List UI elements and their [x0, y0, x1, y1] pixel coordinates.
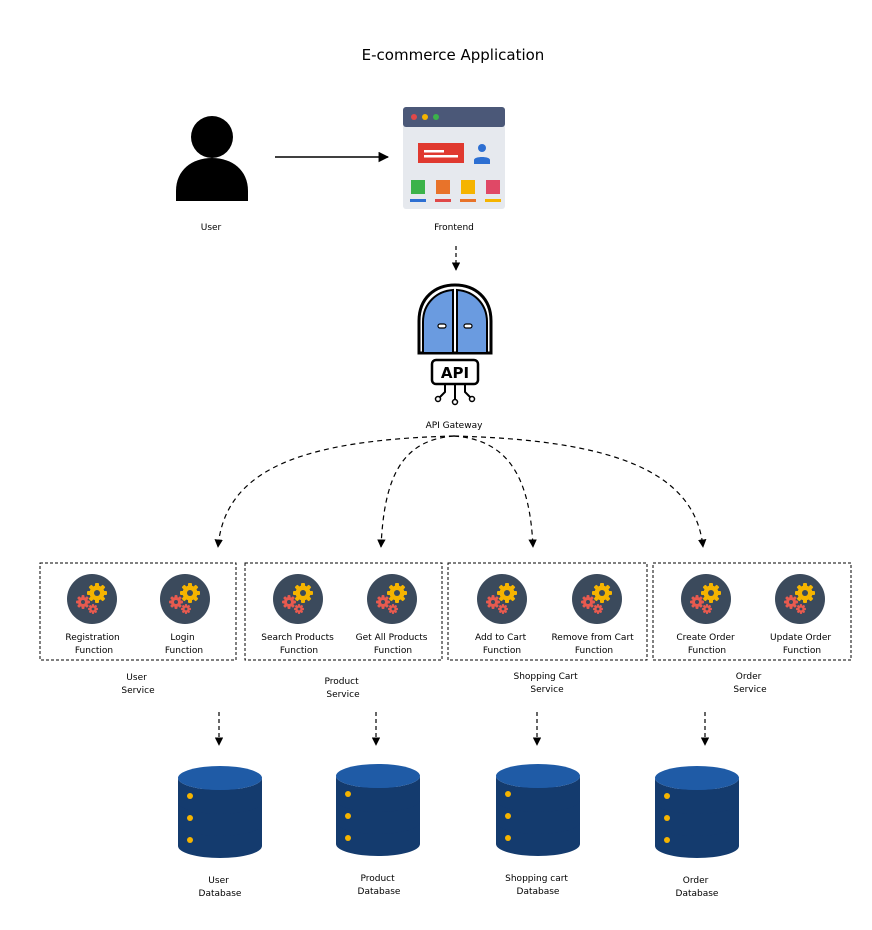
service-box	[39, 562, 237, 661]
gateway-to-user-service-arrow	[214, 435, 455, 548]
function-label: Get All Products Function	[356, 633, 431, 656]
user-icon	[176, 116, 248, 201]
service-box	[244, 562, 443, 661]
service-label: Product Service	[324, 677, 361, 700]
service-label: Order Service	[733, 672, 767, 695]
shopping-cart-service: Add to Cart Function Remove from Cart Fu…	[447, 562, 648, 695]
gears-icon	[67, 574, 117, 624]
function-label: Add to Cart Function	[475, 633, 529, 656]
service-label: User Service	[121, 673, 155, 696]
gears-icon	[775, 574, 825, 624]
database-icon	[496, 764, 580, 856]
database-icon	[655, 766, 739, 858]
function-label: Create Order Function	[676, 633, 737, 656]
gears-icon	[273, 574, 323, 624]
function-label: Remove from Cart Function	[551, 633, 636, 656]
frontend-label: Frontend	[434, 223, 474, 233]
product-service: Search Products Function Get All Product…	[244, 562, 443, 700]
database-label: Order Database	[676, 876, 719, 899]
database-label: User Database	[199, 876, 242, 899]
gears-icon	[572, 574, 622, 624]
gateway-to-product-service-arrow	[377, 435, 455, 548]
service-box	[447, 562, 648, 661]
diagram-title: E-commerce Application	[362, 46, 545, 64]
order-service: Create Order Function Update Order Funct…	[652, 562, 852, 695]
database-label: Shopping cart Database	[505, 874, 571, 897]
user-service: Registration Function Login Function Use…	[39, 562, 237, 696]
api-gateway-icon	[417, 283, 493, 406]
gears-icon	[681, 574, 731, 624]
database-icon	[336, 764, 420, 856]
gateway-label: API Gateway	[426, 421, 484, 431]
function-label: Registration Function	[65, 633, 122, 656]
gears-icon	[477, 574, 527, 624]
function-label: Update Order Function	[770, 633, 834, 656]
gears-icon	[367, 574, 417, 624]
database-icon	[178, 766, 262, 858]
function-label: Search Products Function	[261, 633, 337, 656]
function-label: Login Function	[165, 633, 203, 656]
database-label: Product Database	[358, 874, 401, 897]
service-box	[652, 562, 852, 661]
user-label: User	[201, 223, 222, 233]
gears-icon	[160, 574, 210, 624]
gateway-to-cart-service-arrow	[453, 435, 537, 548]
service-label: Shopping Cart Service	[513, 672, 580, 695]
api-badge-text: API	[441, 364, 469, 382]
browser-window-icon	[403, 107, 505, 209]
gateway-to-order-service-arrow	[453, 435, 707, 548]
